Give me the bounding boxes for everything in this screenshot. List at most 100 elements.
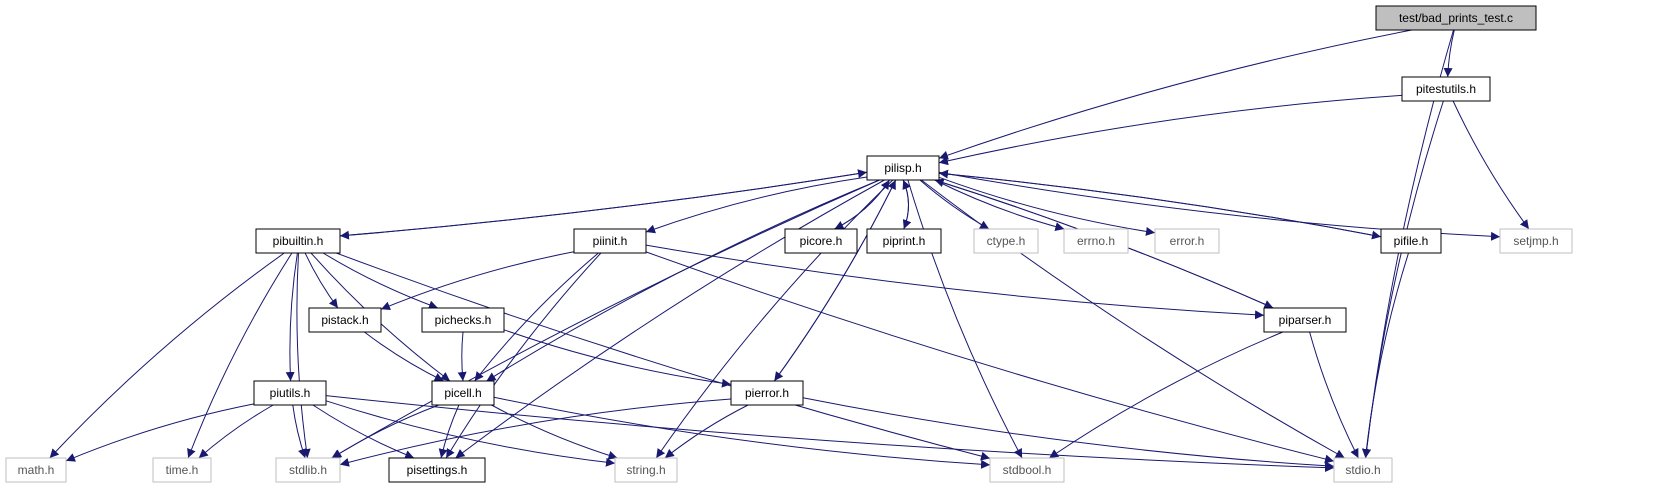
node-picore[interactable]: picore.h xyxy=(784,228,858,254)
edge-line xyxy=(339,169,868,237)
node-ctype: ctype.h xyxy=(973,228,1039,254)
node-pibuiltin[interactable]: pibuiltin.h xyxy=(255,228,341,254)
node-box xyxy=(1333,457,1393,483)
edge-piprint-to-pilisp xyxy=(902,179,911,230)
node-pitestutils[interactable]: pitestutils.h xyxy=(1401,76,1491,102)
edge-pilisp-to-stdio xyxy=(920,179,1345,459)
edge-line xyxy=(445,252,602,459)
edge-piinit-to-piparser xyxy=(645,244,1265,320)
edge-pibuiltin-to-pistack xyxy=(304,252,339,309)
edge-line xyxy=(325,395,1335,473)
node-label: piutils.h xyxy=(270,386,311,400)
node-label: pitestutils.h xyxy=(1416,82,1476,96)
node-box xyxy=(866,228,942,254)
node-box xyxy=(388,457,486,483)
edge-picell-to-stdbool xyxy=(493,396,991,469)
edge-piinit-to-pistack xyxy=(380,251,575,311)
edge-line xyxy=(474,252,599,382)
edge-line xyxy=(503,329,732,388)
node-bad_prints_test[interactable]: test/bad_prints_test.c xyxy=(1375,5,1537,31)
node-label: pierror.h xyxy=(745,386,789,400)
node-picell[interactable]: picell.h xyxy=(431,380,495,406)
node-pifile[interactable]: pifile.h xyxy=(1380,228,1442,254)
edge-piutils-to-string xyxy=(325,400,616,467)
node-box xyxy=(1380,228,1442,254)
edge-piutils-to-math xyxy=(65,403,255,462)
edge-piutils-to-pisettings xyxy=(312,404,415,459)
node-box xyxy=(614,457,678,483)
edge-pitestutils-to-pilisp xyxy=(938,94,1403,166)
edge-line xyxy=(938,176,1156,236)
edge-line xyxy=(645,244,1265,320)
node-pilisp[interactable]: pilisp.h xyxy=(866,155,940,181)
node-box xyxy=(1401,76,1491,102)
edge-bad_prints_test-to-pitestutils xyxy=(1443,29,1455,78)
edge-pilisp-to-pierror xyxy=(773,179,897,382)
node-label: stdlib.h xyxy=(289,463,327,477)
edge-line xyxy=(491,404,618,460)
edge-line xyxy=(325,400,616,467)
node-box xyxy=(1063,228,1129,254)
edge-line xyxy=(285,252,298,382)
node-label: string.h xyxy=(626,463,665,477)
edge-pilisp-to-pifile xyxy=(938,172,1382,240)
edge-pierror-to-string xyxy=(664,404,749,459)
edge-line xyxy=(187,252,293,459)
node-box xyxy=(308,307,382,333)
node-label: pichecks.h xyxy=(435,313,492,327)
node-label: piinit.h xyxy=(593,234,628,248)
node-stdio: stdio.h xyxy=(1333,457,1393,483)
edge-piparser-to-stdio xyxy=(1309,331,1359,459)
edge-line xyxy=(1362,100,1444,459)
edge-piutils-to-stdlib xyxy=(292,404,307,459)
edge-piinit-to-picell xyxy=(474,252,599,382)
node-time: time.h xyxy=(152,457,212,483)
dependency-edges xyxy=(49,29,1530,473)
edge-pifile-to-pilisp xyxy=(938,169,1382,238)
edge-picell-to-pisettings xyxy=(438,404,460,459)
node-box xyxy=(1499,228,1573,254)
node-piparser[interactable]: piparser.h xyxy=(1263,307,1347,333)
node-label: pifile.h xyxy=(1394,234,1429,248)
node-box xyxy=(973,228,1039,254)
edge-pilisp-to-pisettings xyxy=(455,179,885,459)
edge-line xyxy=(934,179,1065,232)
node-box xyxy=(1263,307,1347,333)
edge-line xyxy=(773,179,897,382)
edge-piutils-to-stdio xyxy=(325,395,1335,473)
edge-line xyxy=(902,179,911,230)
node-pistack[interactable]: pistack.h xyxy=(308,307,382,333)
edge-pilisp-to-stdlib xyxy=(331,179,880,459)
node-piinit[interactable]: piinit.h xyxy=(573,228,647,254)
node-stdbool: stdbool.h xyxy=(989,457,1065,483)
edge-line xyxy=(331,404,439,459)
edge-picell-to-stdlib xyxy=(331,404,439,459)
node-label: setjmp.h xyxy=(1513,234,1558,248)
edge-line xyxy=(1361,252,1409,459)
edge-line xyxy=(834,179,890,230)
node-label: pistack.h xyxy=(321,313,368,327)
edge-line xyxy=(49,252,285,459)
edge-piinit-to-stdio xyxy=(645,251,1335,464)
edge-pilisp-to-pibuiltin xyxy=(339,171,868,240)
node-label: stdio.h xyxy=(1345,463,1380,477)
node-pisettings[interactable]: pisettings.h xyxy=(388,457,486,483)
node-label: pilisp.h xyxy=(884,161,921,175)
edge-line xyxy=(304,252,339,309)
node-string: string.h xyxy=(614,457,678,483)
node-box xyxy=(5,457,67,483)
edge-piutils-to-time xyxy=(198,404,274,459)
edge-line xyxy=(938,94,1403,166)
node-pierror[interactable]: pierror.h xyxy=(730,380,804,406)
edge-line xyxy=(655,179,894,459)
node-pichecks[interactable]: pichecks.h xyxy=(421,307,505,333)
edge-line xyxy=(1452,100,1530,230)
node-box xyxy=(275,457,341,483)
edge-line xyxy=(920,179,1345,459)
edge-line xyxy=(493,396,991,469)
node-piprint[interactable]: piprint.h xyxy=(866,228,942,254)
node-label: pibuiltin.h xyxy=(273,234,324,248)
edge-line xyxy=(802,397,1335,471)
node-piutils[interactable]: piutils.h xyxy=(253,380,327,406)
